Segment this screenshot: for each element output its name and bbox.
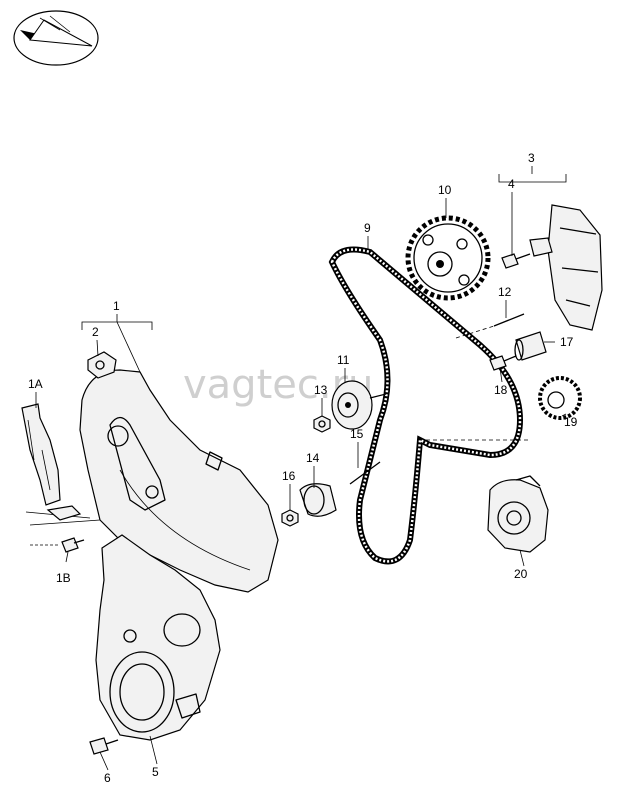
part-5-lower-cover <box>95 534 221 741</box>
part-1a-side-cover <box>21 403 101 526</box>
callout-1b: 1B <box>56 571 71 585</box>
callout-labels: 1 2 1A 1B 3 4 9 10 11 12 13 14 15 16 17 … <box>28 151 578 785</box>
callout-6: 6 <box>104 771 111 785</box>
part-4-bolt <box>501 253 531 269</box>
part-14-idler-pulley <box>299 483 337 517</box>
callout-1: 1 <box>113 299 120 313</box>
part-16-nut <box>281 509 299 527</box>
callout-19: 19 <box>564 415 578 429</box>
callout-4: 4 <box>508 177 515 191</box>
part-19-crankshaft-sprocket <box>538 376 582 420</box>
part-13-nut <box>313 415 331 433</box>
callout-20: 20 <box>514 567 528 581</box>
callout-15: 15 <box>350 427 364 441</box>
part-2-cover-bolt <box>87 351 117 379</box>
leader-lines <box>35 166 567 771</box>
part-15-stud <box>349 461 381 485</box>
callout-3: 3 <box>528 151 535 165</box>
callout-1a: 1A <box>28 377 43 391</box>
callout-2: 2 <box>92 325 99 339</box>
part-3-rear-cover <box>529 204 603 331</box>
callout-9: 9 <box>364 221 371 235</box>
brand-logo <box>13 10 99 66</box>
callout-13: 13 <box>314 383 328 397</box>
callout-18: 18 <box>494 383 508 397</box>
callout-17: 17 <box>560 335 574 349</box>
part-11-tensioner-pulley <box>331 380 387 430</box>
part-1b-bolt <box>30 537 85 553</box>
callout-10: 10 <box>438 183 452 197</box>
part-18-bolt <box>489 355 517 371</box>
callout-14: 14 <box>306 451 320 465</box>
callout-12: 12 <box>498 285 512 299</box>
callout-5: 5 <box>152 765 159 779</box>
part-20-water-pump <box>487 475 549 553</box>
part-6-bolt <box>89 737 119 755</box>
part-10-camshaft-sprocket <box>405 215 491 301</box>
callout-16: 16 <box>282 469 296 483</box>
part-17-sleeve <box>514 331 547 361</box>
callout-11: 11 <box>337 353 350 367</box>
part-12-stud <box>493 313 525 327</box>
part-9-timing-belt <box>328 246 524 565</box>
